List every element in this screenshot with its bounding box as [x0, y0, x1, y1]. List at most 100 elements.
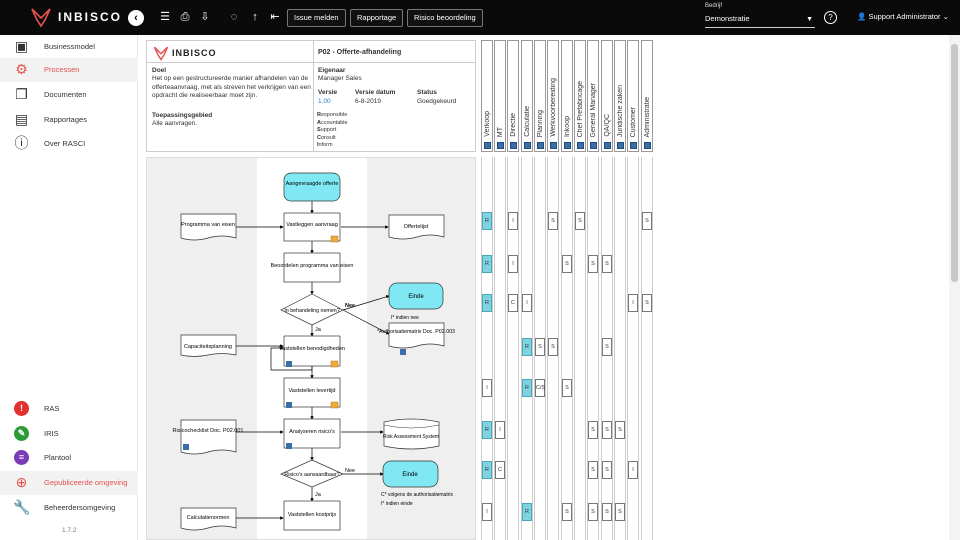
- role-column-header[interactable]: QA/QC: [601, 40, 613, 152]
- sidebar-item-ras[interactable]: ! RAS: [0, 397, 138, 421]
- sidebar-item-plantool[interactable]: ≡ Plantool: [0, 446, 138, 470]
- role-info-icon[interactable]: [497, 142, 504, 149]
- rasci-cell[interactable]: I: [508, 255, 518, 273]
- role-column-header[interactable]: Juridische zaken: [614, 40, 626, 152]
- sidebar-item-businessmodel[interactable]: ▣ Businessmodel: [0, 35, 138, 59]
- role-info-icon[interactable]: [550, 142, 557, 149]
- help-icon[interactable]: ?: [824, 11, 837, 24]
- rasci-cell[interactable]: S: [602, 255, 612, 273]
- rasci-cell[interactable]: I: [522, 294, 532, 312]
- sidebar-item-processen[interactable]: ⚙ Processen: [0, 58, 138, 82]
- rasci-cell[interactable]: R: [522, 379, 532, 397]
- comment-icon[interactable]: ◌: [230, 11, 238, 23]
- rasci-cell[interactable]: I: [508, 212, 518, 230]
- list-view-icon[interactable]: ☰: [160, 11, 170, 23]
- sidebar-item-over-rasci[interactable]: ⓘ Over RASCI: [0, 132, 138, 156]
- role-column-header[interactable]: Chef Prefabricage: [574, 40, 586, 152]
- rasci-cell[interactable]: S: [548, 212, 558, 230]
- flow-step-node[interactable]: [283, 500, 341, 531]
- rasci-cell[interactable]: I: [495, 421, 505, 439]
- risico-beoordeling-button[interactable]: Risico beoordeling: [407, 9, 483, 27]
- flow-output-document[interactable]: [388, 214, 445, 240]
- rasci-cell[interactable]: I: [628, 461, 638, 479]
- role-column-header[interactable]: Werkvoorbereiding: [547, 40, 559, 152]
- rasci-cell[interactable]: I: [482, 379, 492, 397]
- scrollbar-thumb[interactable]: [951, 44, 958, 282]
- sidebar-item-gepubliceerde-omgeving[interactable]: ⊕ Gepubliceerde omgeving: [0, 471, 138, 495]
- arrow-up-icon[interactable]: ↑: [252, 11, 258, 23]
- role-info-icon[interactable]: [510, 142, 517, 149]
- sidebar-item-documenten[interactable]: ❐ Documenten: [0, 83, 138, 107]
- rasci-cell[interactable]: S: [602, 338, 612, 356]
- rasci-cell[interactable]: R: [482, 294, 492, 312]
- role-info-icon[interactable]: [644, 142, 651, 149]
- role-info-icon[interactable]: [537, 142, 544, 149]
- flow-input-document[interactable]: [180, 507, 237, 531]
- role-column-header[interactable]: Customer: [627, 40, 639, 152]
- rasci-cell[interactable]: S: [562, 379, 572, 397]
- flow-step-node[interactable]: [283, 335, 341, 367]
- role-column-header[interactable]: Calculatie: [521, 40, 533, 152]
- rasci-cell[interactable]: R: [522, 338, 532, 356]
- warning-icon[interactable]: [330, 401, 339, 409]
- flow-output-document[interactable]: [388, 322, 445, 349]
- flow-system-node[interactable]: [383, 418, 440, 450]
- role-column-header[interactable]: Inkoop: [561, 40, 573, 152]
- flow-end-node[interactable]: [388, 282, 444, 310]
- role-column-header[interactable]: Administratie: [641, 40, 653, 152]
- rasci-cell[interactable]: S: [602, 461, 612, 479]
- rasci-cell[interactable]: R: [482, 421, 492, 439]
- app-logo[interactable]: INBISCO: [30, 6, 122, 28]
- sidebar-item-iris[interactable]: ✎ IRIS: [0, 422, 138, 446]
- rasci-cell[interactable]: R: [482, 461, 492, 479]
- rasci-cell[interactable]: S: [602, 421, 612, 439]
- rasci-cell[interactable]: S: [588, 503, 598, 521]
- user-menu[interactable]: 👤 Support Administrator ⌄: [857, 12, 949, 21]
- collapse-sidebar-button[interactable]: ‹: [128, 10, 144, 26]
- rasci-cell[interactable]: S: [588, 421, 598, 439]
- rasci-cell[interactable]: S: [548, 338, 558, 356]
- rasci-cell[interactable]: R: [482, 255, 492, 273]
- flow-step-node[interactable]: [283, 377, 341, 408]
- rasci-cell[interactable]: C: [495, 461, 505, 479]
- flow-step-node[interactable]: [283, 418, 341, 449]
- role-info-icon[interactable]: [484, 142, 491, 149]
- rasci-cell[interactable]: C/S: [535, 379, 545, 397]
- role-column-header[interactable]: MT: [494, 40, 506, 152]
- rasci-cell[interactable]: S: [575, 212, 585, 230]
- role-info-icon[interactable]: [617, 142, 624, 149]
- versie-value[interactable]: 1.00: [318, 98, 331, 105]
- role-column-header[interactable]: General Manager: [587, 40, 599, 152]
- rapportage-button[interactable]: Rapportage: [350, 9, 404, 27]
- info-icon[interactable]: [400, 349, 406, 355]
- role-info-icon[interactable]: [630, 142, 637, 149]
- role-column-header[interactable]: Planning: [534, 40, 546, 152]
- rasci-cell[interactable]: C: [508, 294, 518, 312]
- issue-melden-button[interactable]: Issue melden: [287, 9, 346, 27]
- flow-step-node[interactable]: [283, 212, 341, 242]
- warning-icon[interactable]: [330, 360, 339, 368]
- info-icon[interactable]: [286, 361, 292, 367]
- role-info-icon[interactable]: [564, 142, 571, 149]
- rasci-cell[interactable]: S: [562, 255, 572, 273]
- rasci-cell[interactable]: S: [562, 503, 572, 521]
- role-column-header[interactable]: Verkoop: [481, 40, 493, 152]
- role-column-header[interactable]: Directie: [507, 40, 519, 152]
- rasci-cell[interactable]: S: [615, 421, 625, 439]
- flow-end-node[interactable]: [382, 460, 439, 488]
- flow-input-document[interactable]: [180, 334, 237, 357]
- flow-decision-node[interactable]: [280, 293, 344, 326]
- role-info-icon[interactable]: [604, 142, 611, 149]
- info-icon[interactable]: [286, 443, 292, 449]
- rasci-cell[interactable]: I: [482, 503, 492, 521]
- rasci-cell[interactable]: S: [535, 338, 545, 356]
- first-page-icon[interactable]: ⇤: [270, 11, 280, 23]
- info-icon[interactable]: [286, 402, 292, 408]
- rasci-cell[interactable]: R: [482, 212, 492, 230]
- rasci-cell[interactable]: I: [628, 294, 638, 312]
- rasci-cell[interactable]: S: [642, 212, 652, 230]
- flow-start-node[interactable]: [283, 172, 341, 202]
- rasci-cell[interactable]: S: [642, 294, 652, 312]
- role-info-icon[interactable]: [577, 142, 584, 149]
- flow-input-document[interactable]: [180, 213, 237, 241]
